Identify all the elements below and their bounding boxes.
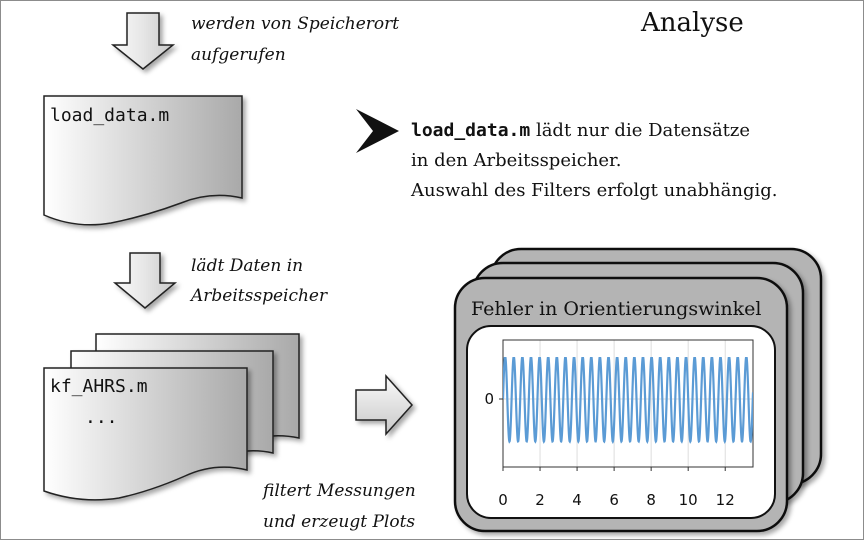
chart-x-tick-label: 12 xyxy=(716,491,735,509)
note-line1-rest: lädt nur die Datensätze xyxy=(530,120,750,141)
script-document-load-data xyxy=(43,95,243,226)
step2-caption-line2: Arbeitsspeicher xyxy=(189,286,328,306)
chart-x-tick-label: 6 xyxy=(609,491,619,509)
chart: 0 2 4 6 8 10 12 0 xyxy=(484,339,754,509)
chart-x-tick-label: 0 xyxy=(498,491,508,509)
script2-ellipsis: ... xyxy=(85,407,118,428)
note-line3: Auswahl des Filters erfolgt unabhängig. xyxy=(410,180,778,201)
chart-x-tick-label: 4 xyxy=(572,491,582,509)
step2-caption: lädt Daten in Arbeitsspeicher xyxy=(189,256,328,306)
diagram-title: Analyse xyxy=(640,8,744,38)
stacked-page-front xyxy=(43,367,248,501)
pointer-chevron-icon xyxy=(356,109,399,153)
step1-caption-line2: aufgerufen xyxy=(191,45,286,65)
chart-series-line xyxy=(503,357,753,444)
step3-caption: filtert Messungen und erzeugt Plots xyxy=(261,481,421,532)
chart-x-tick-label: 2 xyxy=(535,491,545,509)
plot-window-title: Fehler in Orientierungswinkel xyxy=(471,298,761,320)
step3-caption-line2: und erzeugt Plots xyxy=(263,512,415,532)
right-arrow-icon xyxy=(355,374,414,436)
script2-name: kf_AHRS.m xyxy=(50,376,148,397)
chart-y-tick-label: 0 xyxy=(484,390,494,408)
chart-x-tick-label: 10 xyxy=(679,491,698,509)
down-arrow-icon xyxy=(112,252,178,309)
script-document-stack xyxy=(43,333,300,501)
script1-name: load_data.m xyxy=(50,105,169,126)
chart-x-tick-label: 8 xyxy=(646,491,656,509)
step1-caption: werden von Speicherort aufgerufen xyxy=(191,14,405,65)
step1-caption-line1: werden von Speicherort xyxy=(191,14,399,34)
note-line1: load_data.m lädt nur die Datensätze xyxy=(411,120,750,141)
note-code: load_data.m xyxy=(411,120,530,141)
step3-caption-line1: filtert Messungen xyxy=(261,481,416,501)
step2-caption-line1: lädt Daten in xyxy=(191,256,303,276)
note-line2: in den Arbeitsspeicher. xyxy=(411,150,621,171)
down-arrow-icon xyxy=(110,12,176,70)
